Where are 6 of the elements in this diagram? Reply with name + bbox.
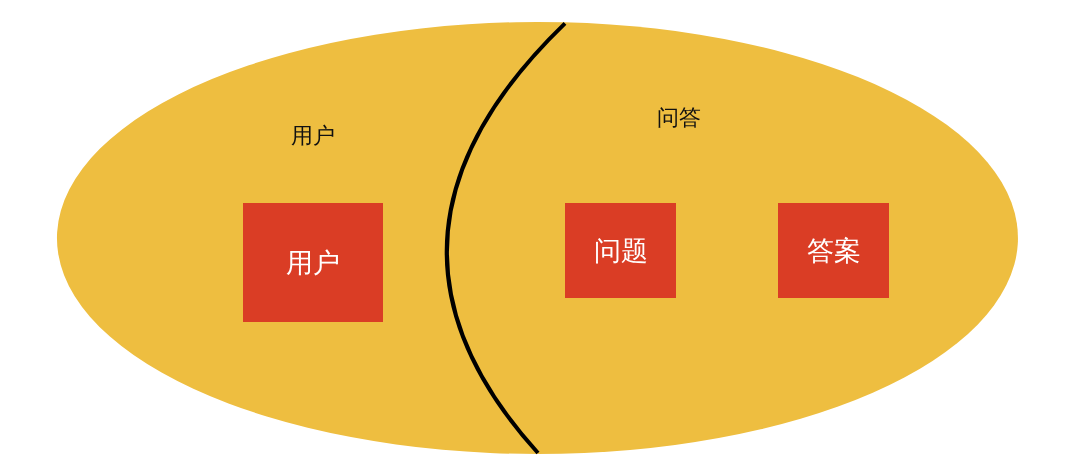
entity-box: 问题 (565, 203, 676, 298)
region-heading: 用户 (291, 122, 335, 150)
ellipse-region (446, 22, 1019, 454)
region-heading: 问答 (657, 104, 701, 132)
entity-box: 用户 (243, 203, 383, 322)
entity-box: 答案 (778, 203, 889, 298)
